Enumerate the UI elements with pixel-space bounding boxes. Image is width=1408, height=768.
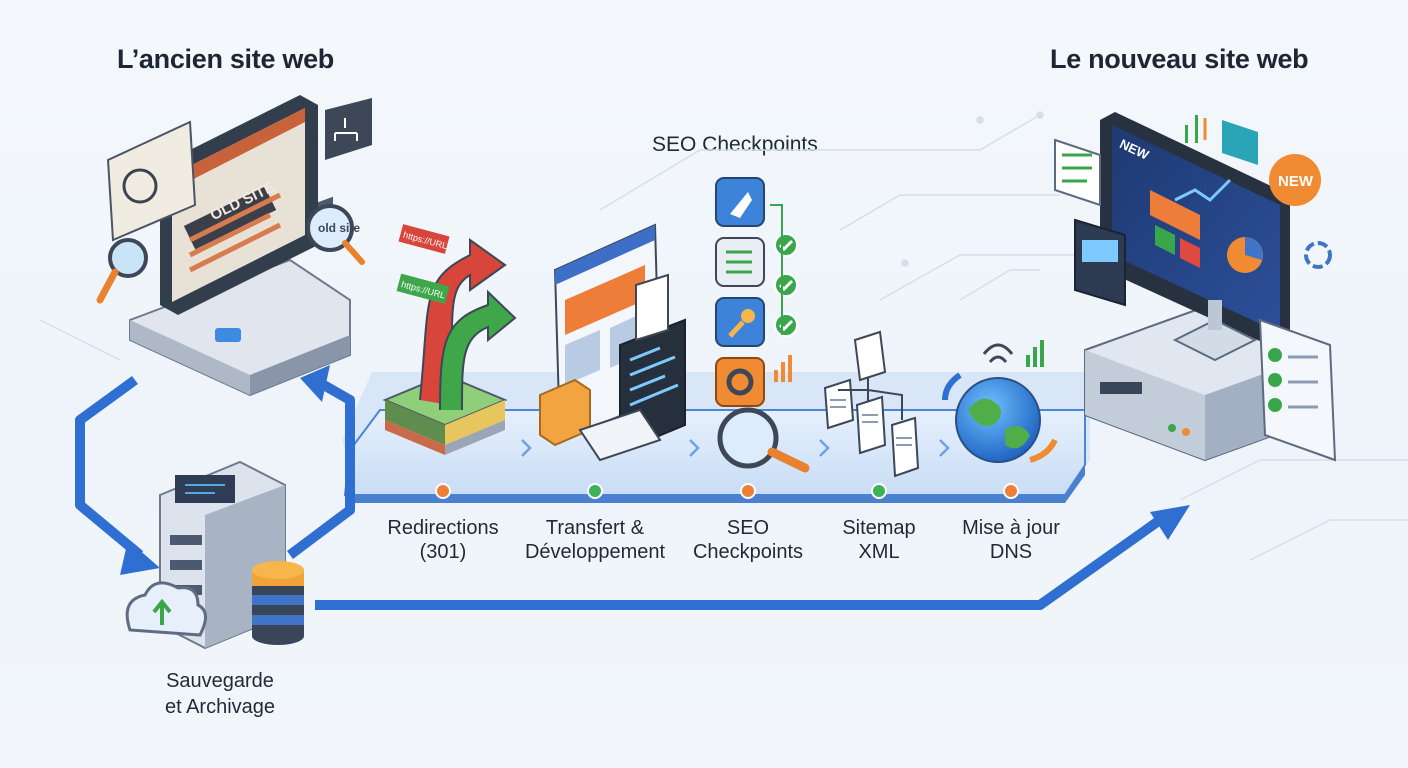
- new-site-title: Le nouveau site web: [1050, 44, 1309, 74]
- new-site-group: NEW NEW: [1054, 112, 1337, 462]
- sitemap-illustration: [823, 330, 920, 478]
- magnifier-icon: [306, 204, 354, 252]
- backup-server-group: [125, 460, 304, 650]
- database-icon: [252, 561, 304, 645]
- transfer-development-illustration: [539, 223, 686, 462]
- dns-illustration: [942, 340, 1058, 463]
- background-circuit-lines: [39, 111, 1408, 561]
- new-badge: [1269, 154, 1321, 206]
- clipboard-icon: [1258, 318, 1337, 462]
- flow-arrow-heads: [120, 365, 1190, 575]
- chart-icon: [774, 355, 792, 382]
- old-site-title: L’ancien site web: [117, 44, 334, 74]
- flow-arrows: [75, 375, 1163, 610]
- svg-text:NEW: NEW: [1278, 173, 1314, 190]
- flow-chevrons: [521, 439, 950, 457]
- power-button-icon: [215, 328, 241, 342]
- magnifier-icon: [108, 238, 148, 278]
- stage-dots: [435, 483, 1019, 499]
- magnifier-text: old site: [318, 221, 360, 235]
- redirections-illustration: https://URL https://URL: [382, 224, 517, 455]
- gear-icon: [715, 357, 765, 407]
- magnifier-icon: [717, 407, 779, 469]
- old-site-group: OLD SITE old site: [96, 95, 372, 397]
- globe-icon: [122, 168, 158, 204]
- stage-label-redirections: Redirections(301): [387, 517, 499, 563]
- stage-label-transfer: Transfert &Développement: [524, 517, 666, 563]
- seo-checkpoints-illustration: [715, 177, 810, 473]
